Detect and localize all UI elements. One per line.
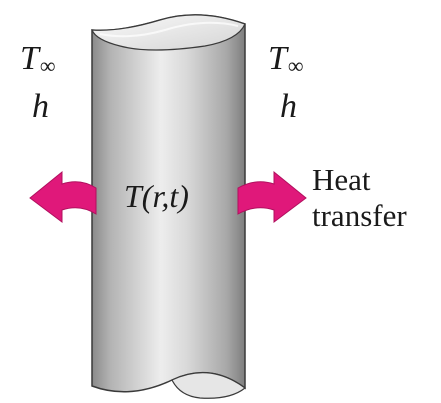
left-temperature-symbol: T bbox=[20, 40, 39, 77]
right-heat-coefficient: h bbox=[280, 88, 297, 125]
heat-transfer-line1: Heat bbox=[312, 162, 371, 197]
heat-transfer-line2: transfer bbox=[312, 197, 407, 233]
right-temperature-symbol: T bbox=[268, 40, 287, 77]
left-temperature-subscript: ∞ bbox=[39, 53, 56, 78]
heat-flow-right-arrow-icon bbox=[237, 170, 307, 223]
cylinder-bottom-face bbox=[171, 372, 246, 399]
left-ambient-temperature: T∞ bbox=[20, 40, 56, 78]
left-heat-coefficient: h bbox=[32, 88, 49, 125]
right-temperature-subscript: ∞ bbox=[287, 53, 304, 78]
cylinder-temperature-label: T(r,t) bbox=[124, 178, 189, 214]
heat-flow-left-arrow-icon bbox=[29, 170, 97, 223]
heat-transfer-label: Heat transfer bbox=[312, 162, 407, 233]
right-ambient-temperature: T∞ bbox=[268, 40, 304, 78]
cylinder-top-highlight bbox=[99, 21, 239, 38]
